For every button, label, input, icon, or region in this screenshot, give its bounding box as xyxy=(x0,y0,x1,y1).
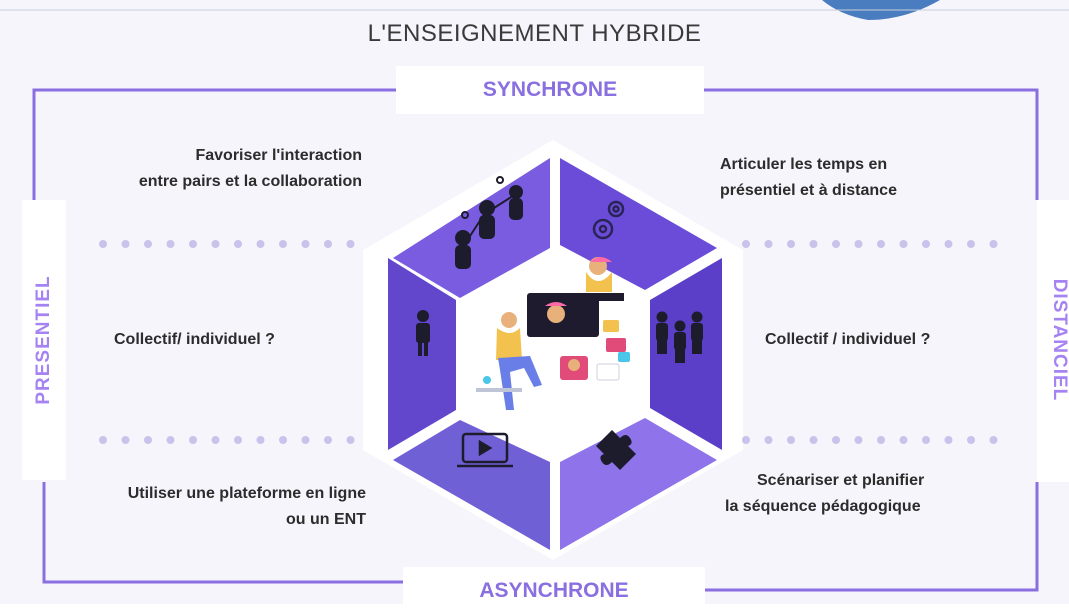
dot xyxy=(144,240,152,248)
segment-bottom-right xyxy=(560,418,717,550)
dot xyxy=(324,436,332,444)
dot xyxy=(346,436,355,444)
presentiel-label: PRESENTIEL xyxy=(33,275,54,405)
diagram-title: L'ENSEIGNEMENT HYBRIDE xyxy=(367,20,702,47)
distanciel-label: DISTANCIEL xyxy=(1049,278,1069,402)
dot xyxy=(989,240,998,248)
text-bottom-right-line-1: Scénariser et planifier xyxy=(757,472,925,489)
text-top-right-line-2: présentiel et à distance xyxy=(720,182,897,199)
dot xyxy=(166,436,175,444)
dot xyxy=(922,240,930,248)
dot xyxy=(967,240,975,248)
text-mid-left-line-1: Collectif/ individuel ? xyxy=(114,331,275,348)
dot xyxy=(211,240,220,248)
text-top-right: Articuler les temps en présentiel et à d… xyxy=(720,152,1020,204)
dot xyxy=(967,436,975,444)
dot xyxy=(877,436,885,444)
video-play-icon xyxy=(457,432,513,468)
dot xyxy=(899,240,908,248)
dot xyxy=(189,436,197,444)
text-bottom-left-line-2: ou un ENT xyxy=(286,511,366,528)
purple-frame xyxy=(32,88,1039,592)
text-bottom-right-line-2: la séquence pédagogique xyxy=(725,498,921,515)
dot xyxy=(764,240,773,248)
dots-bottom-right xyxy=(742,436,998,444)
dot xyxy=(121,240,130,248)
dot xyxy=(99,240,107,248)
dot xyxy=(832,436,840,444)
dots-top-right xyxy=(742,240,998,248)
distanciel-label-box: DISTANCIEL xyxy=(1037,200,1069,482)
dot xyxy=(877,240,885,248)
dot xyxy=(346,240,355,248)
dot xyxy=(234,240,242,248)
text-top-right-line-1: Articuler les temps en xyxy=(720,156,888,173)
dot xyxy=(279,436,287,444)
text-bottom-right: Scénariser et planifier la séquence péda… xyxy=(725,468,1015,520)
text-top-left-line-1: Favoriser l'interaction xyxy=(195,147,362,164)
segment-bottom-left xyxy=(393,420,550,550)
dot xyxy=(279,240,287,248)
dot xyxy=(256,240,265,248)
text-bottom-left-line-1: Utiliser une plateforme en ligne xyxy=(127,485,366,502)
dot xyxy=(121,436,130,444)
asynchrone-label: ASYNCHRONE xyxy=(403,567,705,604)
dot xyxy=(944,436,953,444)
dot xyxy=(324,240,332,248)
text-top-left-line-2: entre pairs et la collaboration xyxy=(138,173,362,190)
dot xyxy=(989,436,998,444)
dot xyxy=(809,240,818,248)
single-person-icon xyxy=(416,310,430,356)
gears-icon xyxy=(592,200,625,240)
network-people-icon xyxy=(455,176,523,269)
text-mid-right-line-1: Collectif / individuel ? xyxy=(765,331,931,348)
presentiel-label-box: PRESENTIEL xyxy=(22,200,66,480)
dot xyxy=(854,436,863,444)
dot xyxy=(256,436,265,444)
segment-right xyxy=(650,258,722,450)
dot xyxy=(809,436,818,444)
dot xyxy=(764,436,773,444)
dot xyxy=(301,240,310,248)
dot xyxy=(899,436,908,444)
dot xyxy=(944,240,953,248)
dot xyxy=(742,436,750,444)
synchrone-label: SYNCHRONE xyxy=(396,66,704,114)
text-mid-right: Collectif / individuel ? xyxy=(765,327,1005,353)
dots-bottom-left xyxy=(99,436,355,444)
dot xyxy=(787,436,795,444)
dot xyxy=(211,436,220,444)
text-mid-left: Collectif/ individuel ? xyxy=(114,327,354,353)
dot xyxy=(99,436,107,444)
text-bottom-left: Utiliser une plateforme en ligne ou un E… xyxy=(70,481,366,533)
dotted-lines xyxy=(99,240,998,444)
text-top-left: Favoriser l'interaction entre pairs et l… xyxy=(70,143,362,195)
puzzle-icon xyxy=(596,430,636,470)
dot xyxy=(854,240,863,248)
dot xyxy=(301,436,310,444)
segment-top-right xyxy=(560,158,717,290)
group-people-icon xyxy=(656,311,703,363)
dot xyxy=(234,436,242,444)
dot xyxy=(832,240,840,248)
dots-top-left xyxy=(99,240,355,248)
dot xyxy=(144,436,152,444)
dot xyxy=(166,240,175,248)
hybrid-classroom-illustration xyxy=(476,257,630,410)
dot xyxy=(742,240,750,248)
dot xyxy=(787,240,795,248)
dot xyxy=(922,436,930,444)
dot xyxy=(189,240,197,248)
